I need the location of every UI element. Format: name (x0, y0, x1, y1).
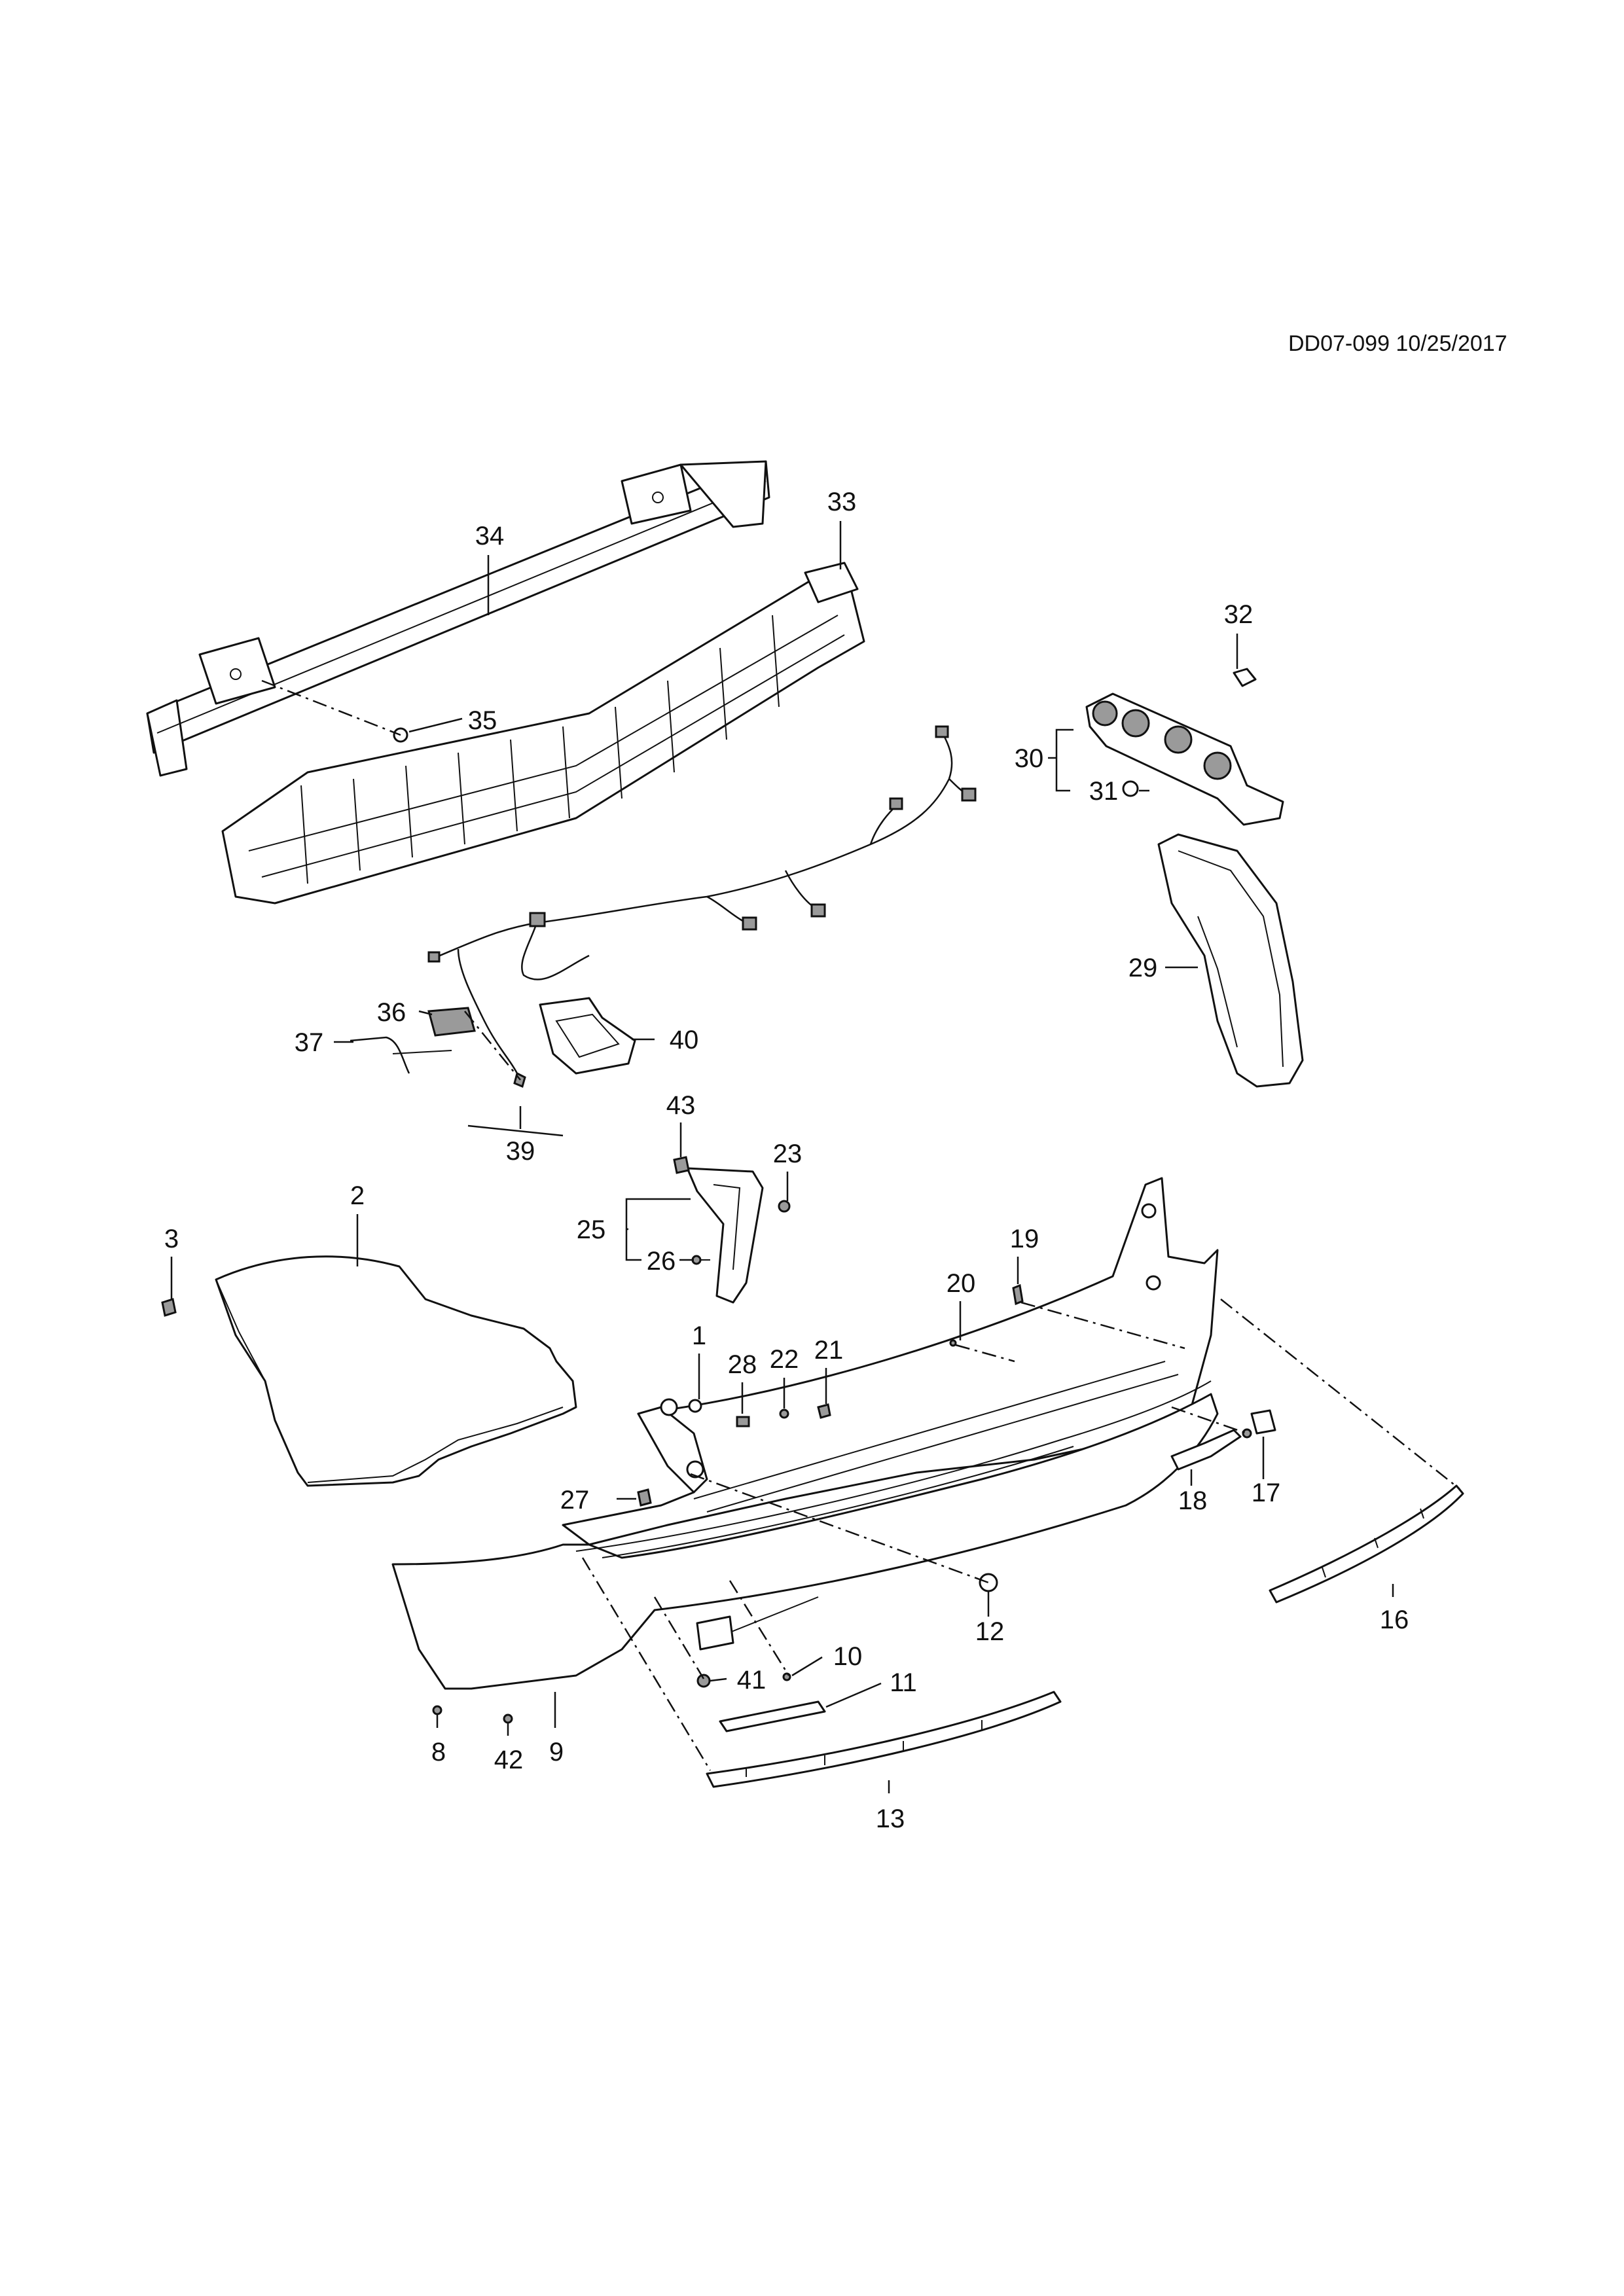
callout-30: 30 (1015, 744, 1044, 773)
part-40-bracket (539, 997, 636, 1075)
callouts: 34 33 35 32 30 31 29 36 37 40 39 43 23 2… (164, 488, 1409, 1833)
part-34-impact-bar (146, 460, 770, 777)
part-26-bracket (686, 1167, 764, 1304)
callout-34: 34 (475, 522, 505, 550)
callout-39: 39 (506, 1137, 535, 1166)
callout-43: 43 (666, 1091, 696, 1120)
part-22-screw (779, 1408, 789, 1419)
part-39-cable (467, 1071, 564, 1137)
part-9-bumper-fascia (391, 1177, 1219, 1690)
part-32-nut (1233, 668, 1257, 687)
part-36-sensor (427, 1007, 476, 1037)
callout-3: 3 (164, 1225, 179, 1253)
assembly-lines (261, 679, 1460, 1771)
callout-20: 20 (947, 1269, 976, 1298)
leader-lines (170, 521, 1394, 1793)
part-17-cap (1242, 1409, 1276, 1439)
part-31-clip (1122, 780, 1139, 797)
callout-36: 36 (377, 998, 406, 1027)
callout-18: 18 (1178, 1486, 1208, 1515)
part-18-reflector (1170, 1429, 1242, 1471)
part-30-bracket (1085, 692, 1284, 826)
callout-17: 17 (1252, 1479, 1281, 1507)
part-11-lower-trim (719, 1700, 826, 1732)
callout-9: 9 (549, 1738, 564, 1767)
part-12-plug (979, 1573, 998, 1592)
wiring-harness (427, 725, 977, 1074)
callout-21: 21 (814, 1336, 844, 1365)
part-13-molding (706, 1691, 1062, 1788)
part-41-nut (696, 1674, 711, 1688)
document-code: DD07-099 10/25/2017 (1288, 331, 1507, 356)
part-43-clip (673, 1156, 690, 1174)
callout-25: 23 (773, 1139, 803, 1168)
callout-41: 41 (737, 1666, 767, 1695)
callout-13: 13 (876, 1804, 905, 1833)
part-28-spacer (736, 1416, 750, 1427)
callout-12: 12 (975, 1617, 1005, 1646)
callout-31: 31 (1089, 777, 1119, 806)
callout-2: 2 (350, 1181, 365, 1210)
part-27-screw (691, 1255, 710, 1265)
callout-16: 16 (1380, 1605, 1409, 1634)
callout-8: 8 (431, 1738, 446, 1767)
callout-27: 26 (647, 1247, 676, 1276)
callout-32: 32 (1224, 600, 1254, 629)
part-25-nut (778, 1200, 791, 1213)
callout-29: 29 (1128, 954, 1158, 982)
callout-1: 1 (692, 1321, 706, 1350)
part-1-nut (688, 1399, 702, 1413)
callout-33: 33 (827, 488, 857, 516)
callout-10: 10 (833, 1642, 863, 1671)
callout-40: 40 (670, 1026, 699, 1054)
part-42-screw (503, 1713, 513, 1724)
part-8-screw (432, 1705, 442, 1715)
callout-42: 42 (494, 1746, 524, 1774)
part-16-molding (1269, 1484, 1464, 1604)
callout-19: 19 (1010, 1225, 1039, 1253)
part-37-wire-clip (350, 1036, 452, 1074)
callout-37: 37 (295, 1028, 324, 1057)
callout-23: 27 (560, 1486, 590, 1515)
callout-26: 25 (577, 1215, 606, 1244)
part-3-retainer (161, 1298, 177, 1317)
part-19-clip (1012, 1283, 1024, 1306)
part-2-side-cover (215, 1255, 577, 1487)
part-29-side-guide (1157, 833, 1304, 1088)
callout-28: 28 (728, 1350, 757, 1379)
part-23-clip (637, 1488, 652, 1507)
part-20-stud (949, 1339, 957, 1347)
part-21-clip (817, 1403, 831, 1419)
part-33-energy-absorber (221, 562, 865, 905)
callout-22: 22 (770, 1345, 799, 1374)
callout-11: 11 (890, 1668, 917, 1697)
callout-35: 35 (468, 706, 497, 735)
